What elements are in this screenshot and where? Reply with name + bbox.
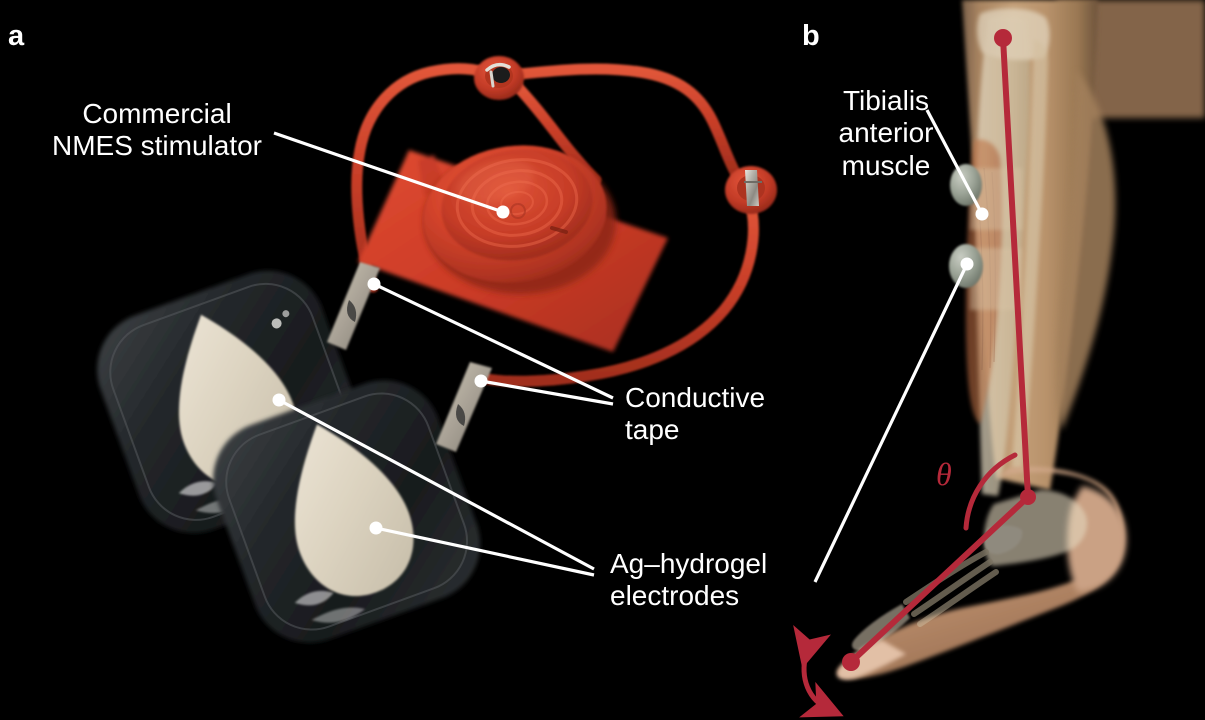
- panel-letter-a: a: [8, 20, 25, 52]
- stimulator-cables: [351, 63, 759, 387]
- panel-letter-b: b: [802, 20, 820, 52]
- label-commercial-nmes-stimulator: Commercial NMES stimulator: [51, 98, 263, 162]
- leader-dot-electrode: [960, 257, 974, 271]
- label-conductive-tape: Conductive tape: [625, 382, 766, 446]
- panel-a-photo: [97, 56, 777, 643]
- panel-a-leader-lines: [272, 131, 614, 577]
- nmes-stimulator-device: [423, 145, 616, 294]
- leader-line-tape-1: [373, 282, 614, 400]
- panel-b-photo: [793, 0, 1205, 718]
- panel-b-leader-lines: [813, 109, 989, 583]
- conductive-tape-strip-1: [327, 262, 380, 350]
- rotation-arrow-icon: [793, 625, 844, 718]
- cable-snap-connector-right: [725, 166, 777, 214]
- leader-line-tibialis: [925, 109, 984, 215]
- foot: [836, 467, 1127, 680]
- ankle-angle-measurement: [842, 29, 1036, 671]
- tibia-axis-proximal-marker: [994, 29, 1012, 47]
- leader-dot-stimulator: [496, 205, 510, 219]
- angle-arc-icon: [963, 452, 1018, 531]
- cable-snap-connector-top: [474, 56, 524, 100]
- leader-dot-gel-2: [369, 521, 383, 535]
- label-ag-hydrogel-electrodes: Ag–hydrogel electrodes: [610, 548, 768, 612]
- leader-line-tape-2: [480, 379, 614, 406]
- leader-line-gel-2: [375, 526, 595, 577]
- leader-line-gel-1: [278, 398, 595, 571]
- tibia-axis-line: [1000, 35, 1031, 500]
- leader-line-stimulator: [273, 131, 504, 214]
- foot-axis-line: [848, 494, 1031, 665]
- label-ankle-angle-theta: θ: [936, 456, 952, 492]
- ag-hydrogel-electrode-pad-2: [213, 380, 481, 643]
- leader-dot-tibialis: [975, 207, 989, 221]
- leader-dot-tape-2: [474, 374, 488, 388]
- toe-marker: [842, 653, 860, 671]
- leader-line-electrode: [813, 263, 969, 583]
- leader-dot-tape-1: [367, 277, 381, 291]
- label-tibialis-anterior-muscle: Tibialis anterior muscle: [838, 85, 934, 181]
- leader-dot-gel-1: [272, 393, 286, 407]
